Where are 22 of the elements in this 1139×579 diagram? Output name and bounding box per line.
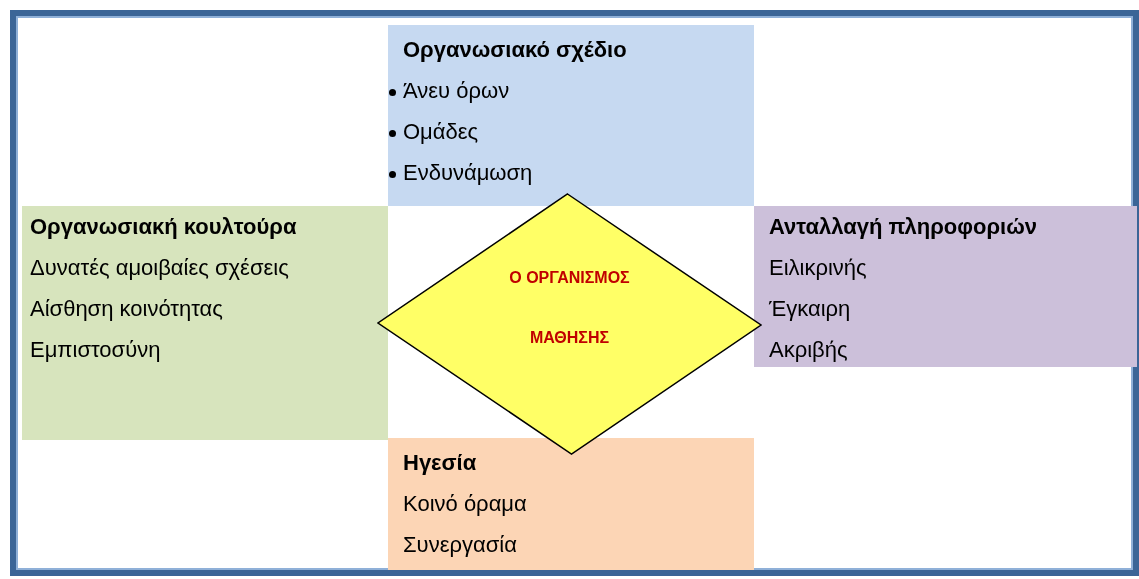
- box-heading: Ανταλλαγή πληροφοριών: [769, 214, 1038, 240]
- list-item: Κοινό όραμα: [403, 491, 527, 517]
- category-box: [388, 438, 754, 570]
- category-box: [388, 25, 754, 206]
- bullet-item: Ομάδες: [403, 119, 479, 145]
- list-item: Ακριβής: [769, 337, 848, 363]
- bullet-item: Άνευ όρων: [403, 78, 510, 104]
- box-heading: Ηγεσία: [403, 450, 477, 476]
- box-heading: Οργανωσιακό σχέδιο: [403, 37, 627, 63]
- diamond-title: ΜΑΘΗΣΗΣ: [528, 329, 611, 347]
- bullet-item: Ενδυνάμωση: [403, 160, 533, 186]
- box-heading: Οργανωσιακή κουλτούρα: [30, 214, 297, 240]
- list-item: Συνεργασία: [403, 532, 517, 558]
- diamond-title: Ο ΟΡΓΑΝΙΣΜΟΣ: [508, 269, 631, 287]
- list-item: Δυνατές αμοιβαίες σχέσεις: [30, 255, 289, 281]
- center-diamond: [377, 193, 762, 455]
- list-item: Ειλικρινής: [769, 255, 867, 281]
- category-box: [754, 206, 1137, 367]
- list-item: Έγκαιρη: [769, 296, 851, 322]
- list-item: Εμπιστοσύνη: [30, 337, 161, 363]
- category-box: [22, 206, 388, 440]
- list-item: Αίσθηση κοινότητας: [30, 296, 223, 322]
